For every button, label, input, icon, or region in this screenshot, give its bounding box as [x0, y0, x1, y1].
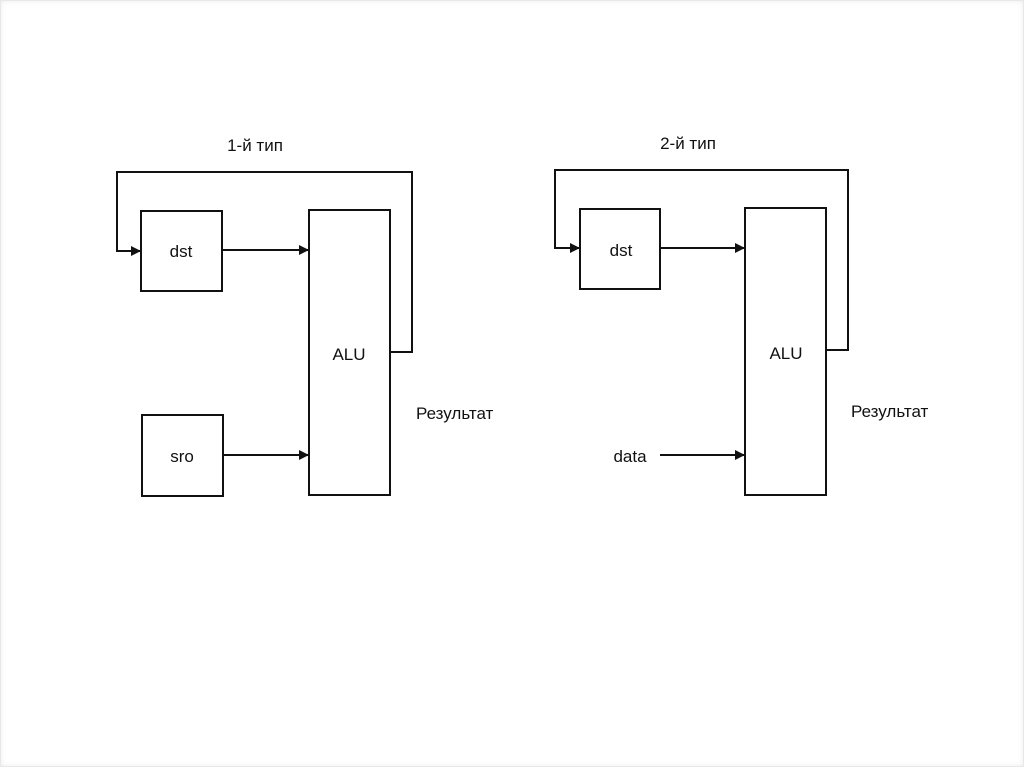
result-label: Результат [416, 404, 494, 423]
dst-label: dst [610, 241, 633, 260]
dst-register-box [140, 210, 223, 292]
alu-label: ALU [769, 344, 802, 363]
diagram-type-2: 2-й тип dst ALU data Результат [554, 134, 929, 496]
result-label: Результат [851, 402, 929, 421]
diagram-title: 2-й тип [660, 134, 716, 153]
sro-label: sro [170, 447, 194, 466]
data-input-label: data [613, 447, 647, 466]
feedback-loop [116, 171, 413, 353]
dst-label: dst [170, 242, 193, 261]
alu-label: ALU [332, 345, 365, 364]
alu-box [744, 207, 827, 496]
feedback-loop [554, 169, 849, 351]
alu-box [308, 209, 391, 496]
diagram-title: 1-й тип [227, 136, 283, 155]
diagram-type-1: 1-й тип dst sro ALU Результат [116, 136, 494, 497]
